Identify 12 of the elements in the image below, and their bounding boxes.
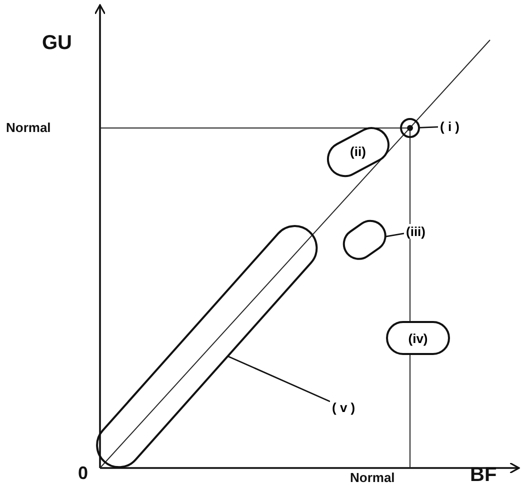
region-label: ( i ) [438,119,462,134]
circle-marker [399,117,421,139]
leader-line [228,356,330,402]
leader-line [386,232,404,238]
axis-title: GU [42,32,72,55]
region-label: (iii) [404,224,428,239]
tick-label: Normal [350,470,395,485]
leader-line [418,126,438,128]
tick-label: Normal [6,120,51,135]
region-label: ( v ) [330,400,358,415]
labeled-region: (iv) [385,320,451,356]
origin-label: 0 [78,463,88,484]
